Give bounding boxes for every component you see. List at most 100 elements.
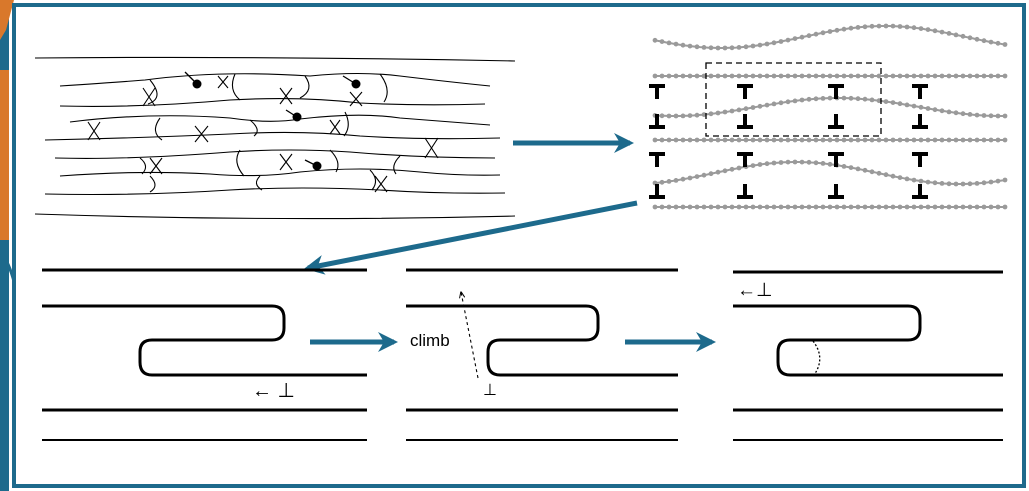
bead <box>960 204 966 210</box>
dislocation-up-icon <box>649 84 665 99</box>
bead <box>778 39 784 44</box>
dislocation-down-icon <box>649 114 665 129</box>
bead <box>848 165 854 171</box>
wavy-chain-2 <box>652 95 1008 119</box>
bead <box>806 96 812 102</box>
orange-corner-accent <box>0 0 14 40</box>
bead <box>988 204 994 210</box>
bead <box>904 204 910 210</box>
bead <box>729 45 735 51</box>
bead <box>659 73 665 79</box>
bead <box>792 98 798 104</box>
bead <box>988 39 994 45</box>
bead <box>722 168 728 174</box>
bead <box>750 105 756 110</box>
bead <box>946 73 952 79</box>
bead <box>841 137 847 143</box>
bead <box>904 73 910 79</box>
bead <box>722 137 728 143</box>
bead <box>960 33 966 39</box>
bead <box>911 25 917 31</box>
bead <box>827 161 833 167</box>
bead <box>764 73 770 79</box>
bead <box>953 110 959 116</box>
bead <box>897 101 903 107</box>
frame-left-bar <box>0 0 9 491</box>
bead <box>883 23 889 29</box>
dislocation-down-icon <box>828 184 844 199</box>
bead <box>771 204 777 210</box>
dislocation-up-icon <box>912 84 928 99</box>
bead <box>673 137 679 143</box>
bead <box>848 137 854 143</box>
bead <box>799 204 805 210</box>
bead <box>897 175 903 181</box>
bead <box>694 44 700 50</box>
bead <box>687 137 693 143</box>
bead <box>715 169 721 175</box>
straight-chain-3 <box>652 204 1008 210</box>
bead <box>967 204 973 210</box>
bead <box>687 43 693 49</box>
bead <box>799 159 805 165</box>
bead <box>911 177 917 183</box>
bead <box>925 106 931 111</box>
bead <box>925 137 931 143</box>
bead <box>995 73 1001 79</box>
bead <box>673 204 679 210</box>
bead <box>827 204 833 210</box>
bead <box>911 103 917 109</box>
bead <box>799 73 805 79</box>
bead <box>897 24 903 29</box>
bead <box>869 169 875 175</box>
step3-panel <box>733 270 1003 441</box>
bead <box>757 42 763 48</box>
bead <box>883 172 889 178</box>
bead <box>659 113 665 119</box>
bead <box>785 37 791 43</box>
bead <box>890 173 896 179</box>
bead <box>750 137 756 143</box>
bead <box>820 30 826 36</box>
dislocation-symbols <box>649 84 928 199</box>
bead <box>939 137 945 143</box>
dislocation-down-icon <box>737 114 753 129</box>
bead <box>771 40 777 46</box>
bead <box>869 97 875 103</box>
bead <box>1002 42 1008 47</box>
bead <box>820 73 826 79</box>
bead <box>785 99 791 105</box>
bead <box>974 181 980 186</box>
bead <box>939 181 945 186</box>
bead <box>862 73 868 79</box>
bead <box>848 204 854 210</box>
bead <box>743 44 749 50</box>
bead <box>869 137 875 143</box>
bead <box>1002 113 1008 119</box>
bead <box>757 204 763 210</box>
bead <box>813 73 819 79</box>
bead <box>932 28 938 34</box>
bead <box>862 96 868 102</box>
bead <box>806 159 812 165</box>
bead <box>771 73 777 79</box>
bead <box>813 137 819 143</box>
bead <box>785 159 791 165</box>
bead <box>680 113 686 119</box>
bead <box>652 37 658 43</box>
bead <box>855 96 861 102</box>
bead <box>715 137 721 143</box>
bead <box>827 137 833 143</box>
bead <box>960 137 966 143</box>
bead <box>729 166 735 172</box>
previous-fold-trace <box>812 340 821 376</box>
bead <box>806 33 812 39</box>
wavy-chain-3 <box>652 159 1008 187</box>
bead <box>736 165 742 171</box>
bead <box>974 137 980 143</box>
bead <box>659 179 665 185</box>
bead <box>806 204 812 210</box>
bead <box>715 73 721 79</box>
